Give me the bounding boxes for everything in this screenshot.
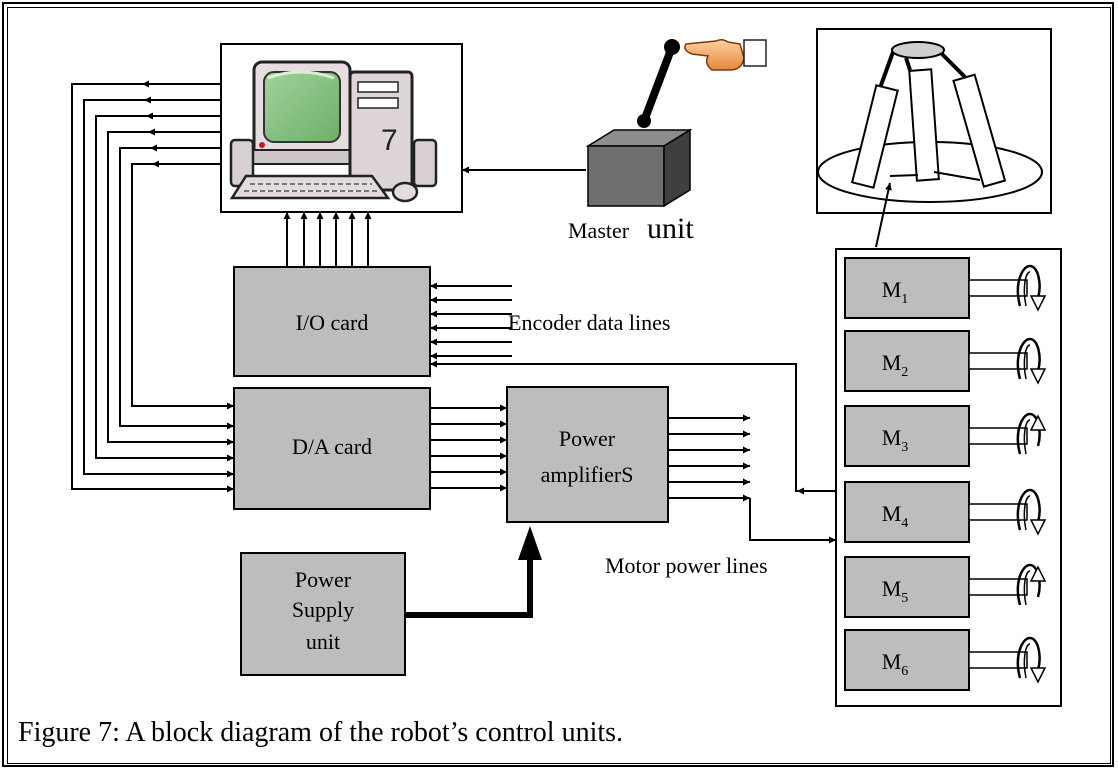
- power-supply-label-line3: unit: [306, 629, 340, 654]
- power-supply-feed-line: [405, 560, 533, 618]
- motor-box: [844, 330, 970, 392]
- motor-label: M3: [882, 425, 909, 455]
- computer-block: 7: [220, 43, 463, 213]
- computer-to-da-line: [131, 163, 234, 410]
- svg-text:7: 7: [381, 124, 398, 157]
- io-to-computer-bus: [283, 212, 372, 267]
- inner-frame: [7, 7, 1111, 764]
- motor-box: [844, 405, 970, 467]
- motor-power-line: [749, 498, 836, 544]
- computer-to-da-line: [71, 83, 234, 493]
- encoder-data-lines-label: Encoder data lines: [508, 310, 671, 335]
- motor-shaft: [968, 651, 1028, 669]
- motor-label: M1: [882, 277, 909, 307]
- motor-shaft: [968, 352, 1028, 370]
- motor-item: M5: [844, 556, 1047, 618]
- power-supply-feed-arrowhead: [518, 526, 542, 560]
- rotation-arrow-icon: [1016, 488, 1047, 536]
- rotation-arrow-icon: [1016, 412, 1047, 455]
- da-card-block: D/A card: [233, 387, 431, 510]
- motor-label: M6: [882, 649, 909, 679]
- da-to-amplifier-bus: [430, 404, 507, 492]
- power-amplifiers-label-line1: Power: [559, 426, 616, 451]
- motor-box: [844, 481, 970, 543]
- hexapod-robot-icon: [817, 41, 1043, 203]
- figure-caption: Figure 7: A block diagram of the robot’s…: [18, 717, 624, 748]
- pointing-hand-icon: [684, 38, 767, 71]
- motor-item: M1: [844, 257, 1047, 319]
- io-card-block: I/O card: [233, 266, 431, 377]
- motor-power-lines-label: Motor power lines: [605, 553, 768, 578]
- rotation-arrow-icon: [1016, 264, 1047, 312]
- power-supply-label-line2: Supply: [292, 597, 354, 622]
- motor-shaft: [968, 279, 1028, 297]
- motor-box: [844, 556, 970, 618]
- computer-to-da-line: [107, 131, 234, 446]
- motor-label: M5: [882, 576, 909, 606]
- rotation-arrow-icon: [1016, 337, 1047, 385]
- robot-picture-box: [816, 28, 1052, 214]
- motor-item: M3: [844, 405, 1047, 467]
- motor-item: M2: [844, 330, 1047, 392]
- computer-to-da-line: [83, 99, 234, 478]
- motor-label: M2: [882, 350, 909, 380]
- encoder-data-lines: [430, 282, 512, 360]
- motor-item: M6: [844, 629, 1047, 691]
- amplifier-output-bus: [668, 414, 750, 502]
- computer-to-da-bus: [71, 80, 234, 493]
- computer-to-da-line: [95, 115, 234, 462]
- master-unit-label-part2: unit: [647, 212, 694, 245]
- motor-shaft: [968, 503, 1028, 521]
- motor-shaft: [968, 578, 1028, 596]
- computer-to-da-line: [119, 147, 234, 430]
- rotation-arrow-icon: [1016, 563, 1047, 606]
- motor-shaft: [968, 427, 1028, 445]
- power-amplifiers-block: Power amplifierS: [506, 386, 669, 523]
- motors-to-robot-arrow: [875, 182, 892, 248]
- master-joystick-icon: [585, 39, 693, 208]
- io-card-label: I/O card: [296, 310, 369, 335]
- da-card-label: D/A card: [292, 434, 372, 459]
- power-supply-label-line1: Power: [295, 567, 352, 592]
- motor-label: M4: [882, 501, 909, 531]
- motor-box: [844, 629, 970, 691]
- power-amplifiers-label-line2: amplifierS: [541, 462, 634, 487]
- computer-icon: 7: [229, 60, 438, 203]
- motor-item: M4: [844, 481, 1047, 543]
- motor-box: [844, 257, 970, 319]
- master-unit-label-part1: Master: [568, 218, 630, 243]
- rotation-arrow-icon: [1016, 636, 1047, 684]
- power-supply-block: Power Supply unit: [240, 552, 406, 676]
